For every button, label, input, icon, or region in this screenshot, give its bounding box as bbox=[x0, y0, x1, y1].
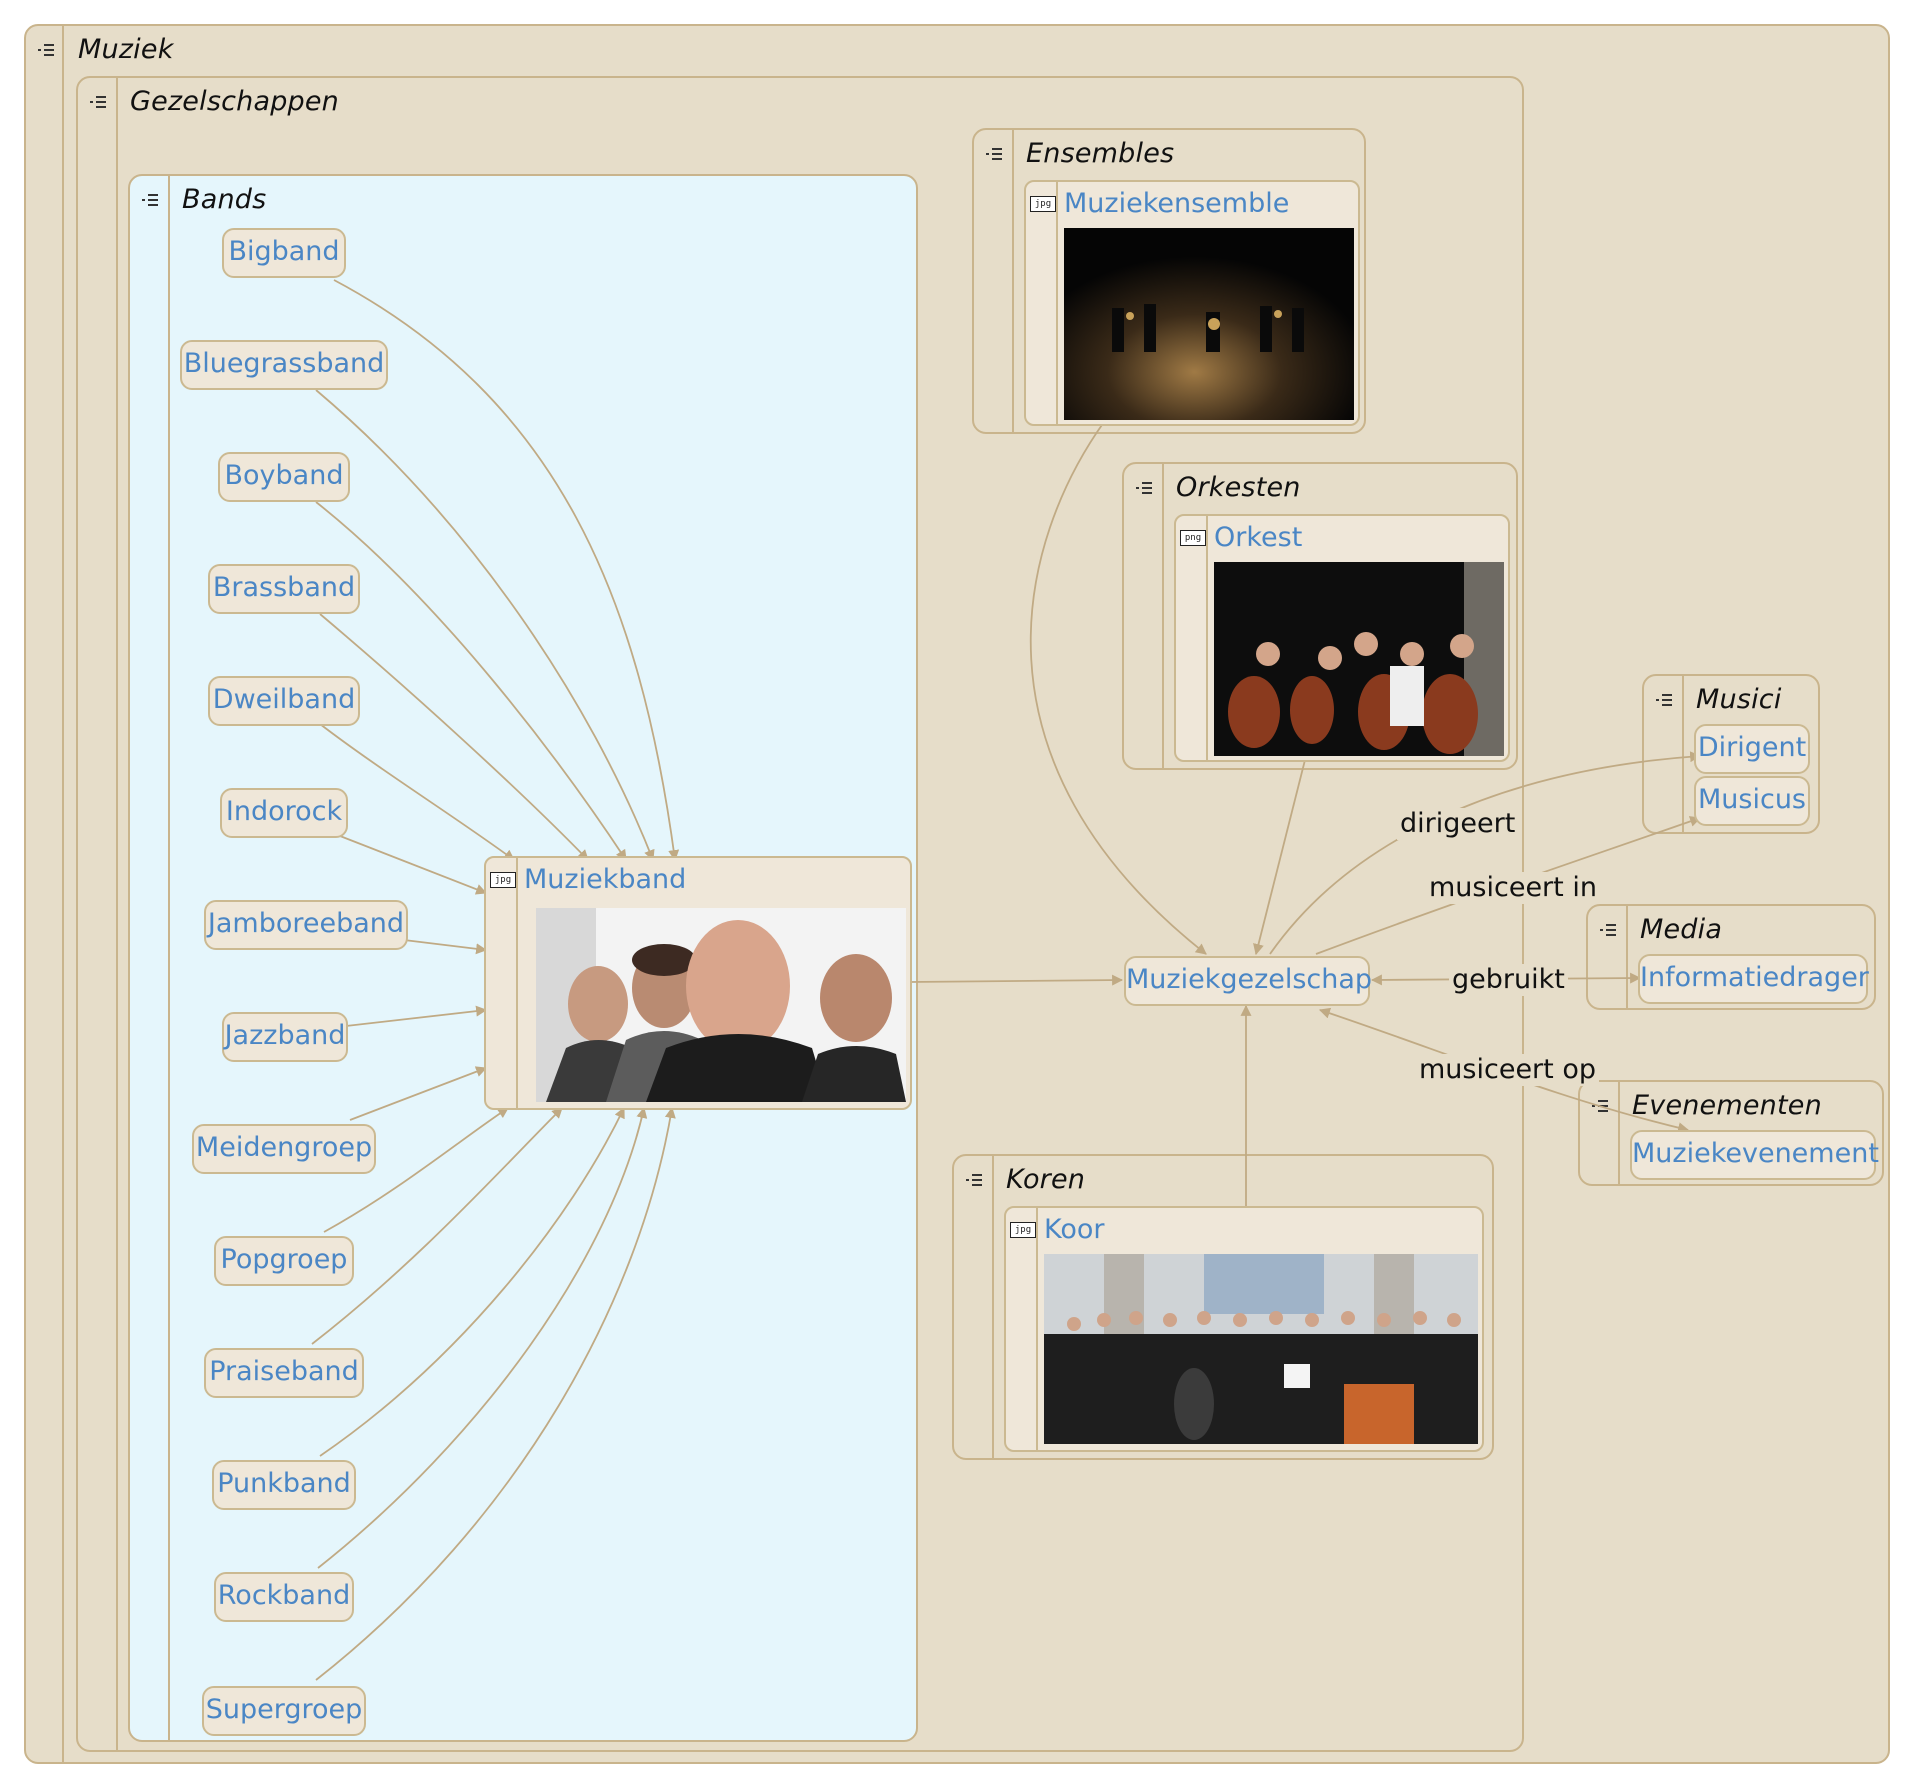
node-brassband[interactable]: Brassband bbox=[208, 564, 360, 614]
koor-photo bbox=[1044, 1254, 1478, 1444]
node-jazzband[interactable]: Jazzband bbox=[222, 1012, 348, 1062]
group-title-media: Media bbox=[1640, 914, 1723, 945]
card-muziekband[interactable]: jpg Muziekband bbox=[484, 856, 912, 1110]
group-title-koren: Koren bbox=[1006, 1164, 1086, 1195]
node-indorock[interactable]: Indorock bbox=[220, 788, 348, 838]
jpg-file-icon: jpg bbox=[490, 872, 516, 888]
card-orkest[interactable]: png Orkest bbox=[1174, 514, 1510, 762]
group-title-muziek: Muziek bbox=[78, 34, 174, 65]
edge-label-musiceert-in: musiceert in bbox=[1426, 872, 1600, 904]
collapse-list-icon[interactable] bbox=[90, 96, 106, 108]
png-file-icon: png bbox=[1180, 530, 1206, 546]
group-title-evenementen: Evenementen bbox=[1632, 1090, 1822, 1121]
collapse-list-icon[interactable] bbox=[1656, 694, 1672, 706]
collapse-list-icon[interactable] bbox=[1600, 924, 1616, 936]
card-title-muziekensemble: Muziekensemble bbox=[1064, 188, 1290, 219]
orkest-photo bbox=[1214, 562, 1504, 756]
node-jamboreeband[interactable]: Jamboreeband bbox=[204, 900, 408, 950]
card-title-muziekband: Muziekband bbox=[524, 864, 687, 895]
edge-label-gebruikt: gebruikt bbox=[1449, 964, 1568, 996]
collapse-list-icon[interactable] bbox=[1136, 482, 1152, 494]
node-boyband[interactable]: Boyband bbox=[218, 452, 350, 502]
edge-label-dirigeert: dirigeert bbox=[1397, 808, 1519, 840]
node-dweilband[interactable]: Dweilband bbox=[208, 676, 360, 726]
collapse-list-icon[interactable] bbox=[38, 44, 54, 56]
node-dirigent[interactable]: Dirigent bbox=[1694, 724, 1810, 774]
group-title-bands: Bands bbox=[182, 184, 267, 215]
card-title-koor: Koor bbox=[1044, 1214, 1105, 1245]
node-bluegrassband[interactable]: Bluegrassband bbox=[180, 340, 388, 390]
collapse-list-icon[interactable] bbox=[986, 148, 1002, 160]
node-muziekgezelschap[interactable]: Muziekgezelschap bbox=[1124, 956, 1372, 1006]
group-title-musici: Musici bbox=[1696, 684, 1782, 715]
card-koor[interactable]: jpg Koor bbox=[1004, 1206, 1484, 1452]
edge-label-musiceert-op: musiceert op bbox=[1416, 1054, 1599, 1086]
node-meidengroep[interactable]: Meidengroep bbox=[192, 1124, 376, 1174]
muziekband-photo bbox=[536, 908, 906, 1102]
node-punkband[interactable]: Punkband bbox=[212, 1460, 356, 1510]
collapse-list-icon[interactable] bbox=[966, 1174, 982, 1186]
jpg-file-icon: jpg bbox=[1010, 1222, 1036, 1238]
collapse-list-icon[interactable] bbox=[142, 194, 158, 206]
node-popgroep[interactable]: Popgroep bbox=[214, 1236, 354, 1286]
card-title-orkest: Orkest bbox=[1214, 522, 1303, 553]
group-title-gezelschappen: Gezelschappen bbox=[130, 86, 339, 117]
group-title-ensembles: Ensembles bbox=[1026, 138, 1175, 169]
jpg-file-icon: jpg bbox=[1030, 196, 1056, 212]
node-supergroep[interactable]: Supergroep bbox=[202, 1686, 366, 1736]
group-title-orkesten: Orkesten bbox=[1176, 472, 1301, 503]
node-informatiedrager[interactable]: Informatiedrager bbox=[1638, 954, 1869, 1004]
node-rockband[interactable]: Rockband bbox=[214, 1572, 354, 1622]
node-bigband[interactable]: Bigband bbox=[222, 228, 346, 278]
node-muziekevenement[interactable]: Muziekevenement bbox=[1630, 1130, 1879, 1180]
node-musicus[interactable]: Musicus bbox=[1694, 776, 1810, 826]
card-muziekensemble[interactable]: jpg Muziekensemble bbox=[1024, 180, 1360, 426]
node-praiseband[interactable]: Praiseband bbox=[204, 1348, 364, 1398]
collapse-list-icon[interactable] bbox=[1592, 1100, 1608, 1112]
muziekensemble-photo bbox=[1064, 228, 1354, 420]
